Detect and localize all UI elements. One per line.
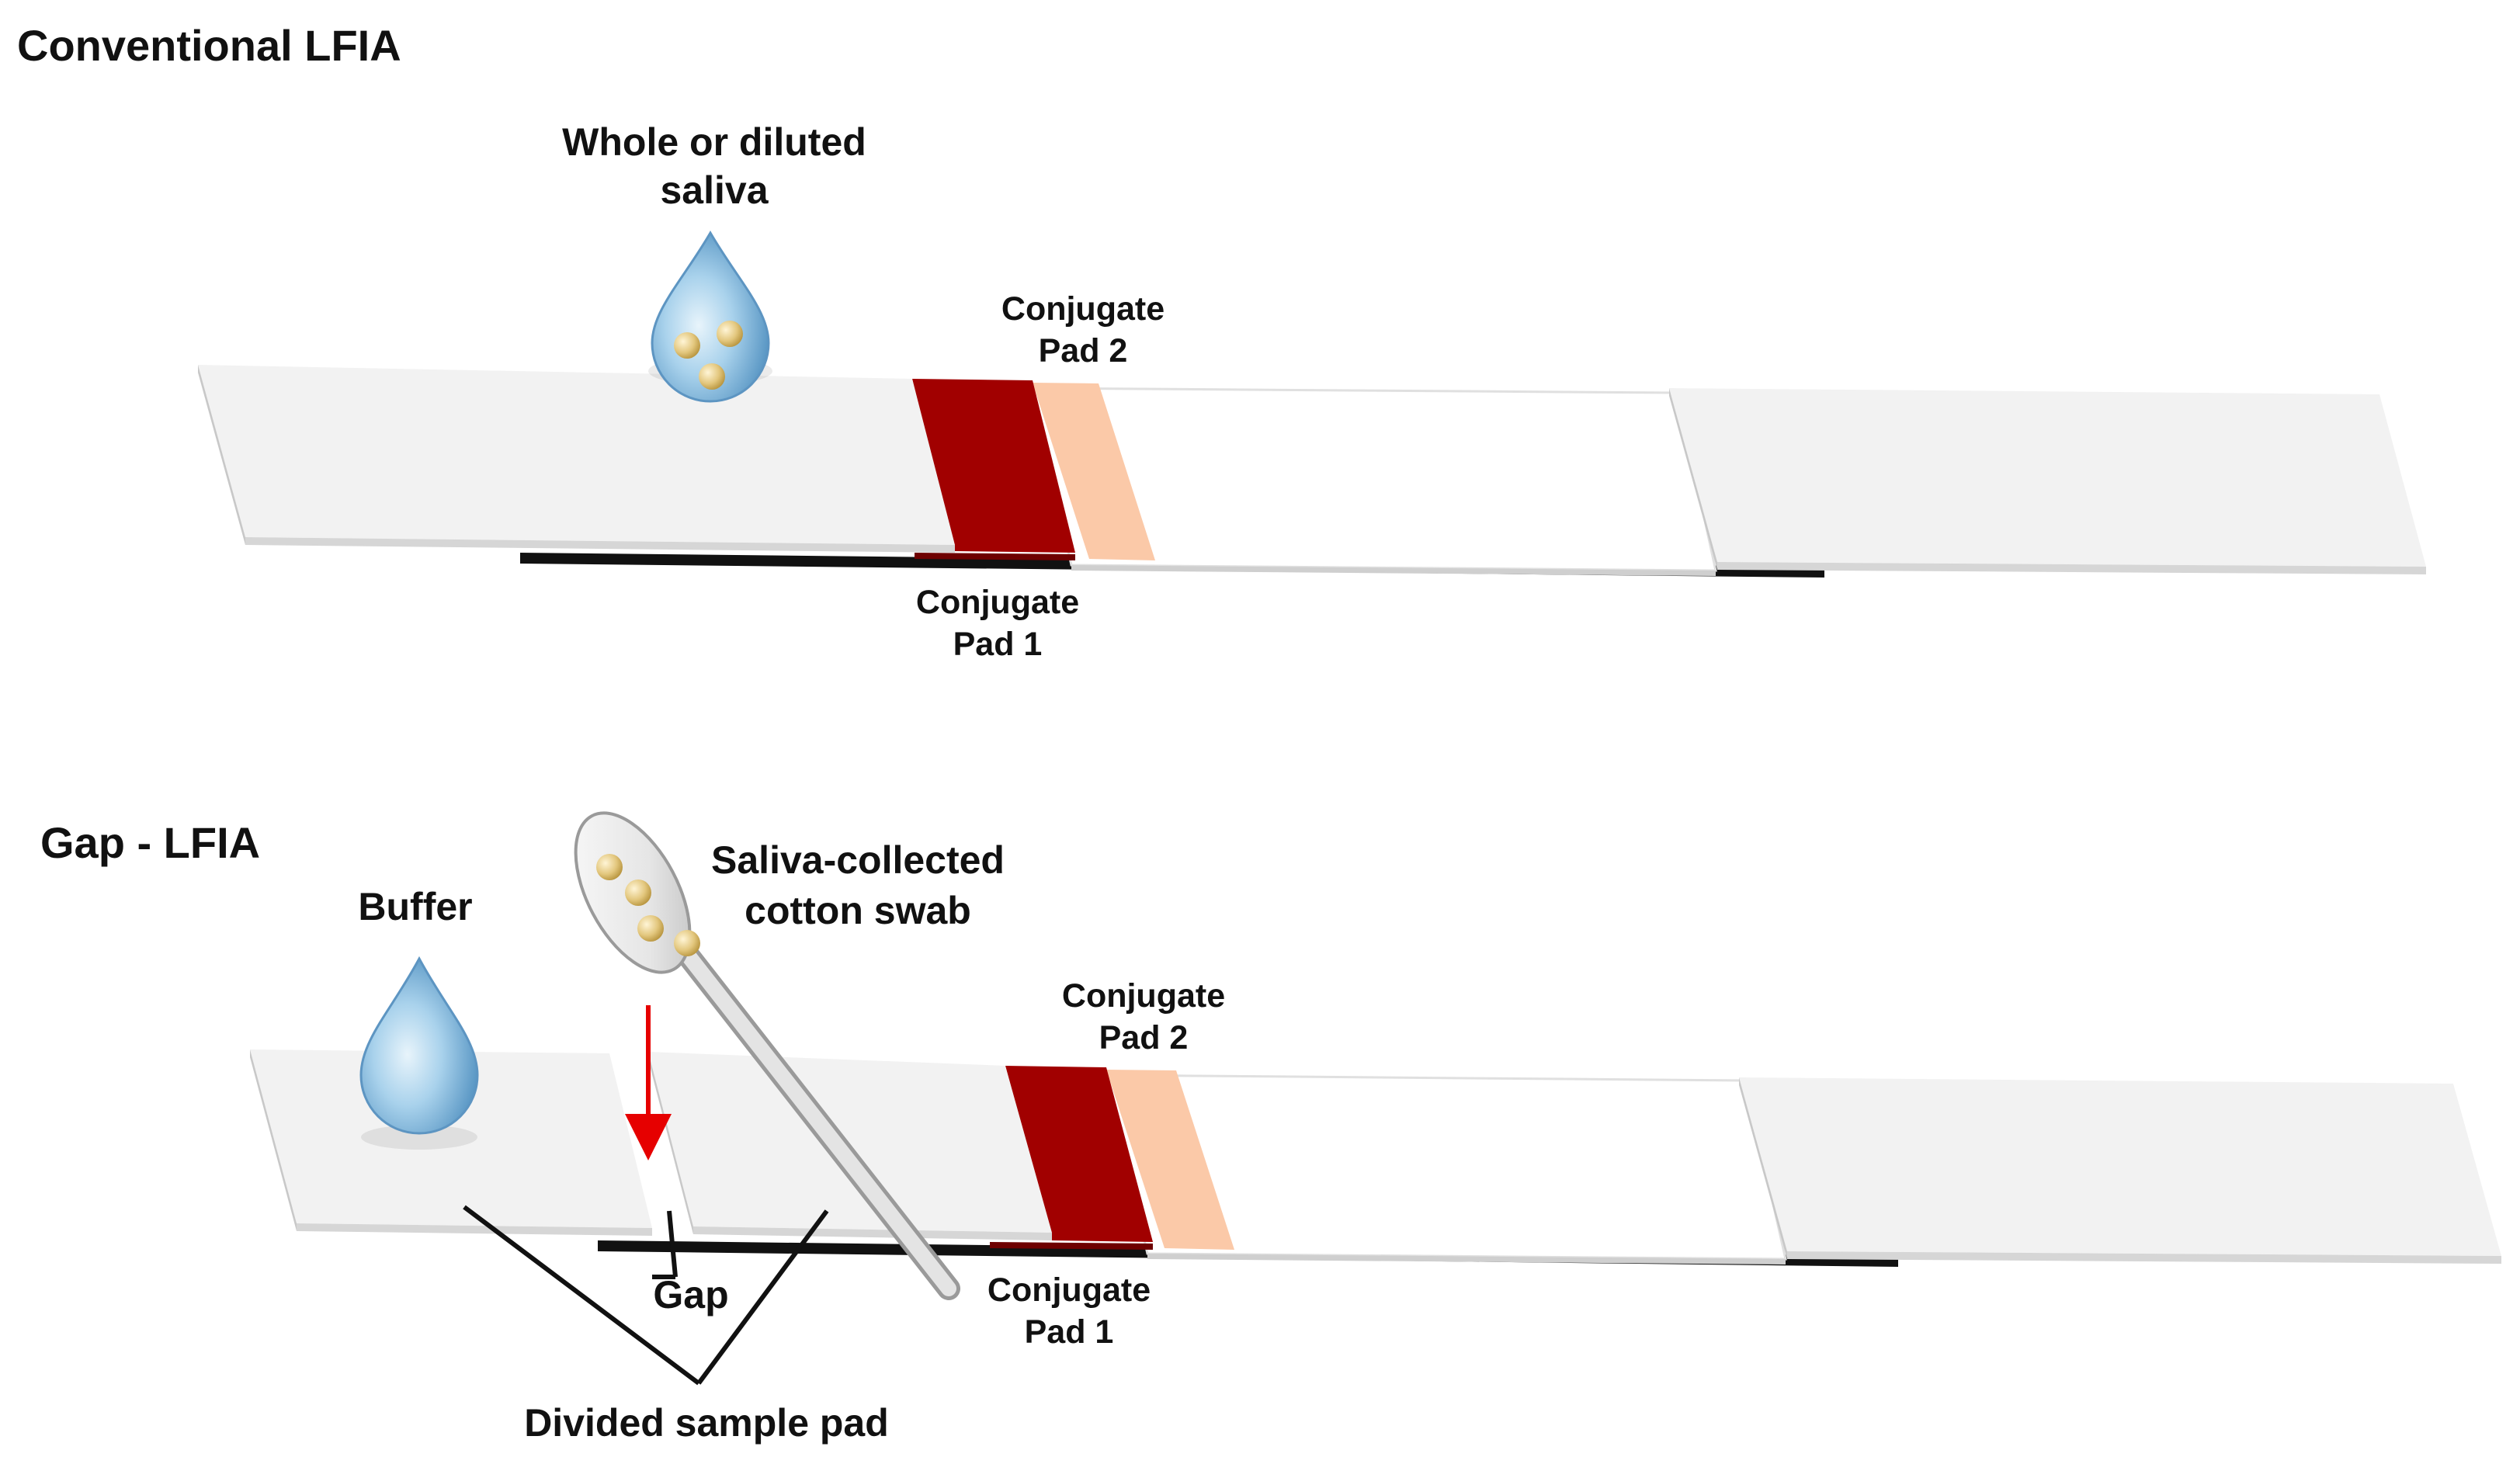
sample-pad-left-edge xyxy=(297,1223,652,1236)
conjugate-pad-2 xyxy=(1033,383,1155,560)
sample-pad xyxy=(198,365,955,545)
conjugate-pad-1-label-line1: Conjugate xyxy=(988,1271,1151,1309)
divided-pad-leader-right xyxy=(696,1209,829,1385)
sample-pad-edge xyxy=(245,537,955,553)
swab-label-line1: Saliva-collected xyxy=(711,838,1005,882)
conjugate-pad-1 xyxy=(912,379,1075,553)
swab-label-line2: cotton swab xyxy=(745,889,971,932)
buffer-droplet-icon xyxy=(359,956,479,1150)
conjugate-pad-2-label-line1: Conjugate xyxy=(1062,977,1225,1015)
gap-title: Gap - LFIA xyxy=(40,818,260,867)
conventional-title: Conventional LFIA xyxy=(17,21,401,70)
conjugate-pad-1-edge xyxy=(915,553,1075,560)
gap-leader-line xyxy=(667,1210,678,1278)
sample-pad-right-edge xyxy=(693,1226,1052,1240)
conjugate-pad-1-label-line2: Pad 1 xyxy=(1025,1313,1114,1351)
saliva-droplet-icon xyxy=(648,231,772,403)
gold-particle-icon xyxy=(699,363,725,390)
conjugate-pad-1-edge xyxy=(990,1242,1153,1250)
absorbent-pad xyxy=(1739,1077,2501,1256)
gold-particle-icon xyxy=(637,915,664,942)
absorbent-pad xyxy=(1669,388,2426,567)
absorbent-pad-side xyxy=(1669,388,1717,570)
sample-label-line1: Whole or diluted xyxy=(562,120,866,164)
absorbent-pad-edge xyxy=(1787,1251,2501,1264)
gap-label: Gap xyxy=(653,1273,728,1317)
absorbent-pad-edge xyxy=(1717,562,2426,574)
conjugate-pad-1-label-line2: Pad 1 xyxy=(953,626,1043,663)
divided-pad-leader-left xyxy=(463,1205,700,1386)
sample-pad-left xyxy=(250,1049,652,1228)
membrane-edge xyxy=(1071,565,1716,576)
conjugate-pad-2-label-line2: Pad 2 xyxy=(1099,1019,1189,1056)
sample-pad-left-side xyxy=(250,1049,297,1231)
gold-particle-icon xyxy=(674,332,700,359)
sample-pad-side xyxy=(198,365,245,545)
conjugate-pad-2-label-line1: Conjugate xyxy=(1001,290,1165,328)
divided-sample-pad-label: Divided sample pad xyxy=(524,1401,889,1445)
cotton-swab-icon xyxy=(574,811,960,1300)
absorbent-pad-side xyxy=(1739,1077,1787,1259)
sample-pad-right xyxy=(648,1052,1052,1233)
sample-label-line2: saliva xyxy=(660,168,769,212)
leader-lines xyxy=(463,1205,829,1386)
buffer-label: Buffer xyxy=(358,885,472,928)
conventional-section: Conventional LFIA Whole or diluted saliv xyxy=(17,21,2426,663)
conjugate-pad-1-label-line1: Conjugate xyxy=(916,584,1079,621)
gold-particle-icon xyxy=(674,930,700,956)
gold-particle-icon xyxy=(717,321,743,347)
gold-particle-icon xyxy=(596,854,623,880)
conjugate-pad-2-label-line2: Pad 2 xyxy=(1039,332,1128,369)
gold-particle-icon xyxy=(625,879,651,906)
conjugate-pad-2 xyxy=(1106,1070,1234,1250)
gap-section: Gap - LFIA xyxy=(40,811,2501,1445)
membrane-edge xyxy=(1147,1254,1786,1264)
